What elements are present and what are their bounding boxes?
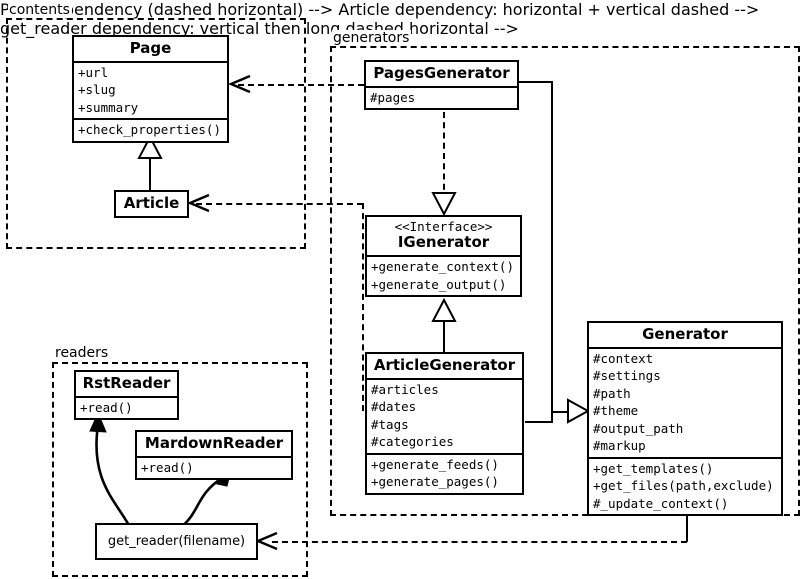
- edge-generator-depends-getreader-stem: [686, 502, 688, 542]
- attribute: #theme: [593, 403, 639, 419]
- edge-pagesgenerator-to-generator-top: [519, 81, 553, 83]
- class-articlegenerator-methods: +generate_feeds() +generate_pages(): [367, 452, 522, 493]
- class-article[interactable]: Article: [114, 190, 189, 218]
- class-igenerator-stereotype: <<Interface>>: [394, 219, 493, 234]
- method: +check_properties(): [78, 122, 221, 138]
- class-page-methods: +check_properties(): [74, 118, 227, 141]
- attribute: #tags: [371, 416, 409, 432]
- method: +generate_feeds(): [371, 456, 499, 472]
- class-pagesgenerator[interactable]: PagesGenerator #pages: [364, 60, 519, 111]
- attribute: #pages: [370, 89, 416, 105]
- class-generator-attributes: #context #settings #path #theme #output_…: [589, 346, 781, 457]
- edge-pagesgenerator-to-igenerator-stem: [443, 112, 445, 200]
- method: +generate_context(): [371, 259, 514, 275]
- edge-article-to-page-stem: [149, 156, 151, 190]
- class-pagesgenerator-title: PagesGenerator: [373, 64, 510, 82]
- class-articlegenerator-title: ArticleGenerator: [373, 356, 516, 374]
- method: +read(): [141, 459, 194, 475]
- attribute: +slug: [78, 82, 116, 98]
- class-igenerator[interactable]: <<Interface>> IGenerator +generate_conte…: [365, 215, 522, 298]
- class-markdownreader[interactable]: MardownReader +read(): [135, 430, 293, 481]
- edge-generator-join: [551, 411, 571, 413]
- class-article-title: Article: [123, 194, 180, 212]
- package-generators-label: generators: [332, 30, 412, 46]
- class-articlegenerator[interactable]: ArticleGenerator #articles #dates #tags …: [365, 352, 524, 495]
- class-markdownreader-methods: +read(): [137, 455, 291, 479]
- class-rstreader-methods: +read(): [76, 395, 177, 419]
- class-markdownreader-title: MardownReader: [144, 434, 284, 452]
- package-contents: [6, 18, 306, 249]
- attribute: #markup: [593, 438, 646, 454]
- method: #_update_context(): [593, 495, 729, 511]
- attribute: #output_path: [593, 420, 684, 436]
- edge-articlegenerator-riser: [551, 411, 553, 423]
- package-generators: [330, 46, 800, 516]
- method: +generate_output(): [371, 276, 507, 292]
- class-articlegenerator-attributes: #articles #dates #tags #categories: [367, 377, 522, 453]
- class-rstreader-title: RstReader: [82, 374, 171, 392]
- class-generator-title: Generator: [642, 325, 728, 343]
- edge-pagesgenerator-to-generator-vertical: [551, 81, 553, 413]
- attribute: #articles: [371, 381, 439, 397]
- method: +get_templates(): [593, 460, 714, 476]
- class-igenerator-name: IGenerator: [397, 233, 490, 252]
- class-page-attributes: +url +slug +summary: [74, 60, 227, 119]
- attribute: #categories: [371, 434, 454, 450]
- function-get-reader-label: get_reader(filename): [107, 534, 246, 549]
- package-readers-label: readers: [54, 345, 111, 361]
- attribute: +url: [78, 64, 109, 80]
- class-igenerator-methods: +generate_context() +generate_output(): [367, 255, 520, 295]
- edge-articlegenerator-depends-article: [196, 203, 363, 205]
- package-readers: [52, 362, 308, 577]
- edge-articlegenerator-depends-article-riser: [362, 203, 364, 411]
- class-page[interactable]: Page +url +slug +summary +check_properti…: [72, 35, 229, 143]
- method: +get_files(path,exclude): [593, 478, 774, 494]
- class-igenerator-title: <<Interface>> IGenerator: [367, 217, 520, 255]
- class-generator[interactable]: Generator #context #settings #path #them…: [587, 321, 783, 517]
- edge-generator-depends-getreader: [272, 541, 687, 543]
- attribute: #settings: [593, 368, 661, 384]
- attribute: #context: [593, 350, 654, 366]
- class-generator-methods: +get_templates() +get_files(path,exclude…: [589, 456, 781, 515]
- class-page-title: Page: [129, 39, 172, 57]
- package-contents-label: contents: [8, 2, 72, 18]
- class-pagesgenerator-attributes: #pages: [366, 85, 517, 109]
- class-rstreader[interactable]: RstReader +read(): [74, 370, 179, 421]
- attribute: #dates: [371, 399, 417, 415]
- method: +read(): [80, 399, 133, 415]
- attribute: +summary: [78, 99, 139, 115]
- edge-pagesgenerator-depends-page: [238, 84, 364, 86]
- method: +generate_pages(): [371, 474, 499, 490]
- function-get-reader[interactable]: get_reader(filename): [95, 523, 258, 560]
- attribute: #path: [593, 385, 631, 401]
- edge-articlegenerator-to-igenerator-stem: [443, 314, 445, 354]
- edge-articlegenerator-to-generator: [525, 421, 553, 423]
